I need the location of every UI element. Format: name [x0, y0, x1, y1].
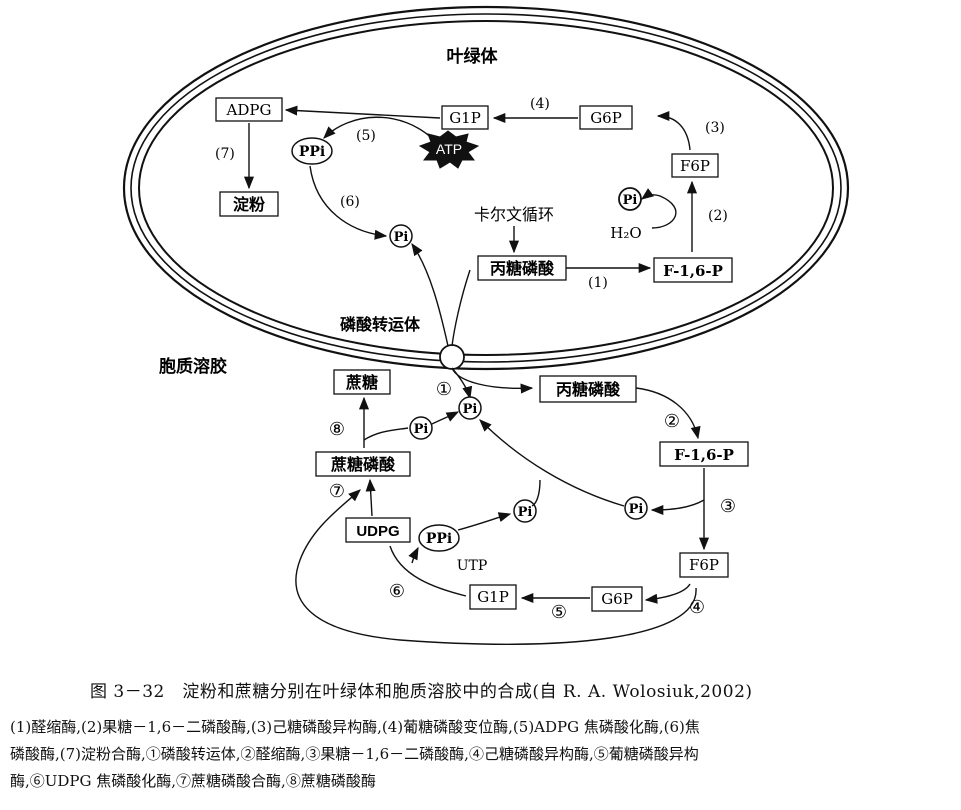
- cytosol-g6p-box: G6P: [591, 586, 643, 612]
- starch-sucrose-synthesis-diagram: 叶绿体 胞质溶胶 磷酸转运体 ADPG G1P G6P F6P 淀粉 丙糖磷酸 …: [122, 5, 850, 645]
- step-4-label: (4): [530, 96, 550, 112]
- step-c7: ⑦: [329, 481, 345, 502]
- svg-text:Pi: Pi: [623, 193, 638, 208]
- step-c1: ①: [436, 379, 452, 400]
- chloroplast-membrane: [122, 5, 850, 371]
- cytosol-pi-top: Pi: [458, 396, 482, 420]
- transporter-label: 磷酸转运体: [340, 315, 421, 334]
- svg-text:Pi: Pi: [518, 505, 533, 520]
- svg-text:Pi: Pi: [394, 230, 409, 245]
- step-c4: ④: [689, 597, 705, 618]
- svg-text:UDPG: UDPG: [356, 523, 399, 540]
- chloroplast-pi-top: Pi: [618, 187, 642, 211]
- svg-text:F-1,6-P: F-1,6-P: [663, 262, 723, 280]
- step-c2: ②: [664, 411, 680, 432]
- utp-label: UTP: [457, 558, 488, 574]
- step-3-label: (3): [705, 120, 725, 136]
- cytosol-pi-left: Pi: [409, 416, 433, 440]
- chloroplast-f6p-box: F6P: [671, 153, 719, 178]
- svg-text:蔗糖: 蔗糖: [345, 373, 378, 392]
- chloroplast-g1p-box: G1P: [441, 105, 489, 130]
- step-c8: ⑧: [329, 419, 345, 440]
- svg-text:蔗糖磷酸: 蔗糖磷酸: [330, 455, 396, 474]
- h2o-label: H₂O: [610, 224, 641, 242]
- phosphate-transporter: [439, 344, 465, 370]
- figure-caption-body: (1)醛缩酶,(2)果糖－1,6－二磷酸酶,(3)己糖磷酸异构酶,(4)葡糖磷酸…: [10, 714, 950, 795]
- cytosol-pi-right: Pi: [624, 496, 648, 520]
- cytosol-step-numbers: ① ② ③ ④ ⑤ ⑥ ⑦ ⑧: [329, 379, 736, 623]
- step-c6: ⑥: [389, 581, 405, 602]
- chloroplast-g6p-box: G6P: [579, 105, 633, 130]
- chloroplast-arrows: [243, 105, 698, 400]
- svg-text:淀粉: 淀粉: [233, 195, 265, 214]
- chloroplast-ppi: PPi: [291, 137, 333, 165]
- step-1-label: (1): [588, 275, 608, 291]
- step-5-label: (5): [356, 128, 376, 144]
- step-2-label: (2): [708, 208, 728, 224]
- cytosol-arrows: [295, 387, 710, 645]
- starch-box: 淀粉: [219, 191, 279, 217]
- cytosol-f16p-box: F-1,6-P: [659, 441, 749, 467]
- step-7-label: (7): [215, 146, 235, 162]
- svg-text:丙糖磷酸: 丙糖磷酸: [556, 380, 621, 399]
- cytosol-label: 胞质溶胶: [159, 356, 227, 377]
- svg-text:F-1,6-P: F-1,6-P: [674, 446, 734, 464]
- chloroplast-triose-phosphate-box: 丙糖磷酸: [477, 255, 567, 281]
- cytosol-triose-phosphate-box: 丙糖磷酸: [539, 375, 637, 403]
- svg-text:PPi: PPi: [426, 531, 452, 547]
- svg-text:丙糖磷酸: 丙糖磷酸: [490, 259, 555, 278]
- svg-text:Pi: Pi: [629, 502, 644, 517]
- adpg-box: ADPG: [215, 97, 283, 122]
- chloroplast-f16p-box: F-1,6-P: [653, 257, 733, 283]
- svg-text:G6P: G6P: [590, 109, 622, 127]
- step-c3: ③: [720, 496, 736, 517]
- step-c5: ⑤: [551, 602, 567, 623]
- svg-text:G1P: G1P: [477, 588, 509, 606]
- caption-line-1: (1)醛缩酶,(2)果糖－1,6－二磷酸酶,(3)己糖磷酸异构酶,(4)葡糖磷酸…: [10, 718, 700, 736]
- figure-caption-title: 图 3－32 淀粉和蔗糖分别在叶绿体和胞质溶胶中的合成(自 R. A. Wolo…: [90, 682, 753, 702]
- sucrose-phosphate-box: 蔗糖磷酸: [315, 451, 411, 477]
- atp-burst: ATP: [418, 130, 480, 169]
- cytosol-pi-mid: Pi: [513, 499, 537, 523]
- chloroplast-pi-center: Pi: [389, 224, 413, 248]
- calvin-cycle-label: 卡尔文循环: [474, 205, 554, 224]
- svg-text:ATP: ATP: [436, 141, 462, 157]
- svg-text:G6P: G6P: [601, 590, 633, 608]
- cytosol-ppi: PPi: [418, 524, 460, 552]
- cytosol-f6p-box: F6P: [679, 552, 729, 578]
- chloroplast-label: 叶绿体: [447, 46, 499, 67]
- sucrose-box: 蔗糖: [333, 369, 391, 395]
- svg-text:G1P: G1P: [449, 109, 481, 127]
- svg-text:Pi: Pi: [414, 422, 429, 437]
- svg-text:ADPG: ADPG: [226, 101, 272, 119]
- svg-text:F6P: F6P: [689, 556, 719, 574]
- caption-line-2: 磷酸酶,(7)淀粉合酶,①磷酸转运体,②醛缩酶,③果糖－1,6－二磷酸酶,④己糖…: [10, 745, 699, 763]
- step-6-label: (6): [340, 194, 360, 210]
- caption-line-3: 酶,⑥UDPG 焦磷酸化酶,⑦蔗糖磷酸合酶,⑧蔗糖磷酸酶: [10, 772, 376, 790]
- svg-text:PPi: PPi: [299, 144, 325, 160]
- svg-text:F6P: F6P: [680, 157, 710, 175]
- svg-text:Pi: Pi: [463, 402, 478, 417]
- udpg-box: UDPG: [345, 517, 411, 543]
- cytosol-g1p-box: G1P: [469, 584, 517, 610]
